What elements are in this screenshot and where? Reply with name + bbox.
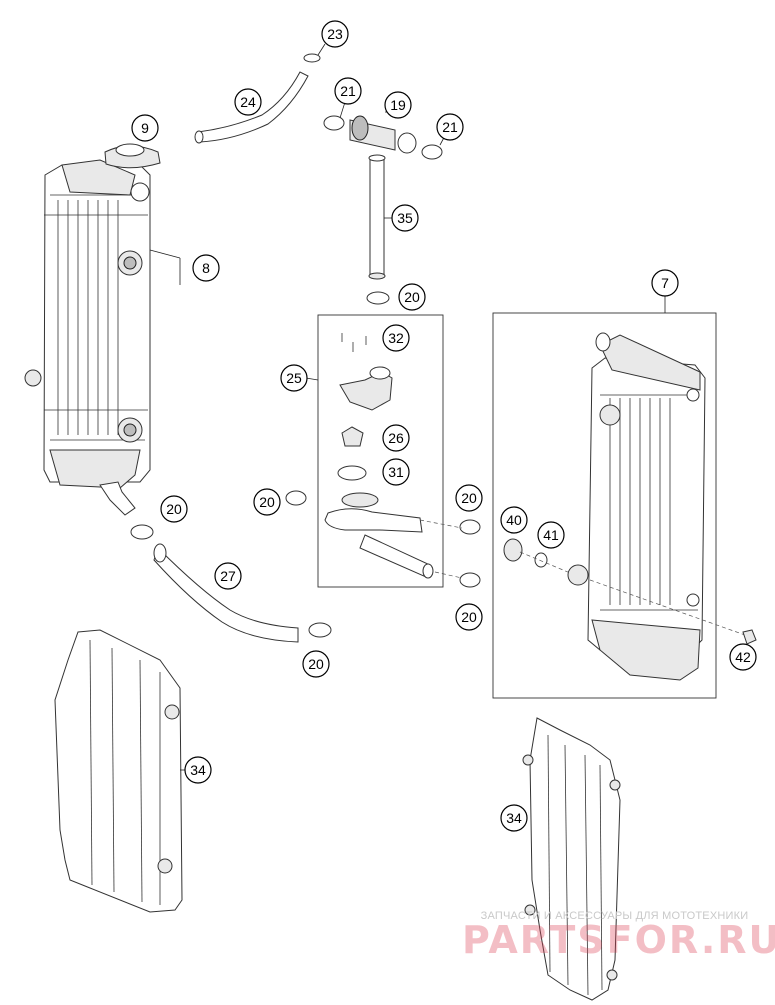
clamp-20-left: [285, 490, 307, 506]
callout-25: 25: [280, 364, 308, 392]
svg-text:21: 21: [340, 83, 356, 99]
callout-42: 42: [729, 643, 757, 671]
radiator-shroud-left: [54, 629, 183, 913]
callout-20c: 20: [455, 484, 483, 512]
watermark-logo: PARTSFOR.RU: [462, 918, 775, 962]
callout-20f: 20: [302, 650, 330, 678]
callout-35: 35: [391, 204, 419, 232]
clamp-20-bottom: [308, 622, 332, 638]
callout-32: 32: [382, 324, 410, 352]
callout-23: 23: [321, 20, 349, 48]
clamp-20-hose: [130, 524, 154, 540]
svg-text:9: 9: [141, 120, 149, 136]
callout-26: 26: [382, 424, 410, 452]
radiator-shroud-right: [522, 717, 621, 1001]
callout-19: 19: [384, 91, 412, 119]
callout-20d: 20: [160, 495, 188, 523]
svg-text:40: 40: [506, 512, 522, 528]
clamp-20: [366, 291, 390, 305]
svg-text:23: 23: [327, 26, 343, 42]
callout-20e: 20: [455, 603, 483, 631]
callout-21b: 21: [436, 113, 464, 141]
svg-text:20: 20: [461, 609, 477, 625]
svg-text:20: 20: [166, 501, 182, 517]
hose-24: [194, 71, 309, 144]
svg-text:34: 34: [190, 762, 206, 778]
svg-text:34: 34: [506, 810, 522, 826]
svg-text:32: 32: [388, 330, 404, 346]
svg-text:31: 31: [388, 464, 404, 480]
svg-text:7: 7: [661, 275, 669, 291]
watermark: ЗАПЧАСТИ И АКСЕССУАРЫ ДЛЯ МОТОТЕХНИКИ PA…: [462, 910, 775, 962]
right-radiator: [567, 332, 706, 681]
svg-text:41: 41: [543, 527, 559, 543]
svg-text:20: 20: [404, 289, 420, 305]
svg-text:25: 25: [286, 370, 302, 386]
callout-20a: 20: [398, 283, 426, 311]
svg-text:27: 27: [220, 568, 236, 584]
thermostat-group-frame: [317, 314, 444, 588]
bolt-42: [742, 629, 757, 645]
svg-text:20: 20: [259, 494, 275, 510]
hose-fitting-19: [323, 101, 448, 160]
callout-40: 40: [500, 506, 528, 534]
callout-41: 41: [537, 521, 565, 549]
callout-27: 27: [214, 562, 242, 590]
callout-20b: 20: [253, 488, 281, 516]
svg-text:8: 8: [202, 260, 210, 276]
callout-7: 7: [651, 269, 679, 297]
callout-8: 8: [192, 254, 220, 282]
svg-text:42: 42: [735, 649, 751, 665]
svg-text:20: 20: [461, 490, 477, 506]
clamp-20-right-lower: [459, 572, 481, 588]
radiator-7-frame: [492, 312, 717, 699]
callout-24: 24: [234, 88, 262, 116]
callout-21a: 21: [334, 77, 362, 105]
callout-31: 31: [382, 458, 410, 486]
callout-34a: 34: [184, 756, 212, 784]
svg-text:35: 35: [397, 210, 413, 226]
clip-23: [303, 43, 326, 63]
thermostat-group: [305, 333, 434, 579]
clamp-20-right-upper: [459, 519, 481, 535]
callout-34b: 34: [500, 804, 528, 832]
svg-text:21: 21: [442, 119, 458, 135]
svg-text:20: 20: [308, 656, 324, 672]
svg-text:26: 26: [388, 430, 404, 446]
hose-27: [153, 543, 299, 643]
radiator-cap: [104, 143, 161, 169]
svg-text:24: 24: [240, 94, 256, 110]
callout-9: 9: [131, 114, 159, 142]
watermark-caption: ЗАПЧАСТИ И АКСЕССУАРЫ ДЛЯ МОТОТЕХНИКИ: [480, 910, 749, 922]
pipe-35: [368, 154, 393, 280]
grommet-40: [503, 538, 523, 562]
left-radiator: [24, 159, 151, 516]
washer-41: [534, 552, 548, 568]
svg-text:19: 19: [390, 97, 406, 113]
